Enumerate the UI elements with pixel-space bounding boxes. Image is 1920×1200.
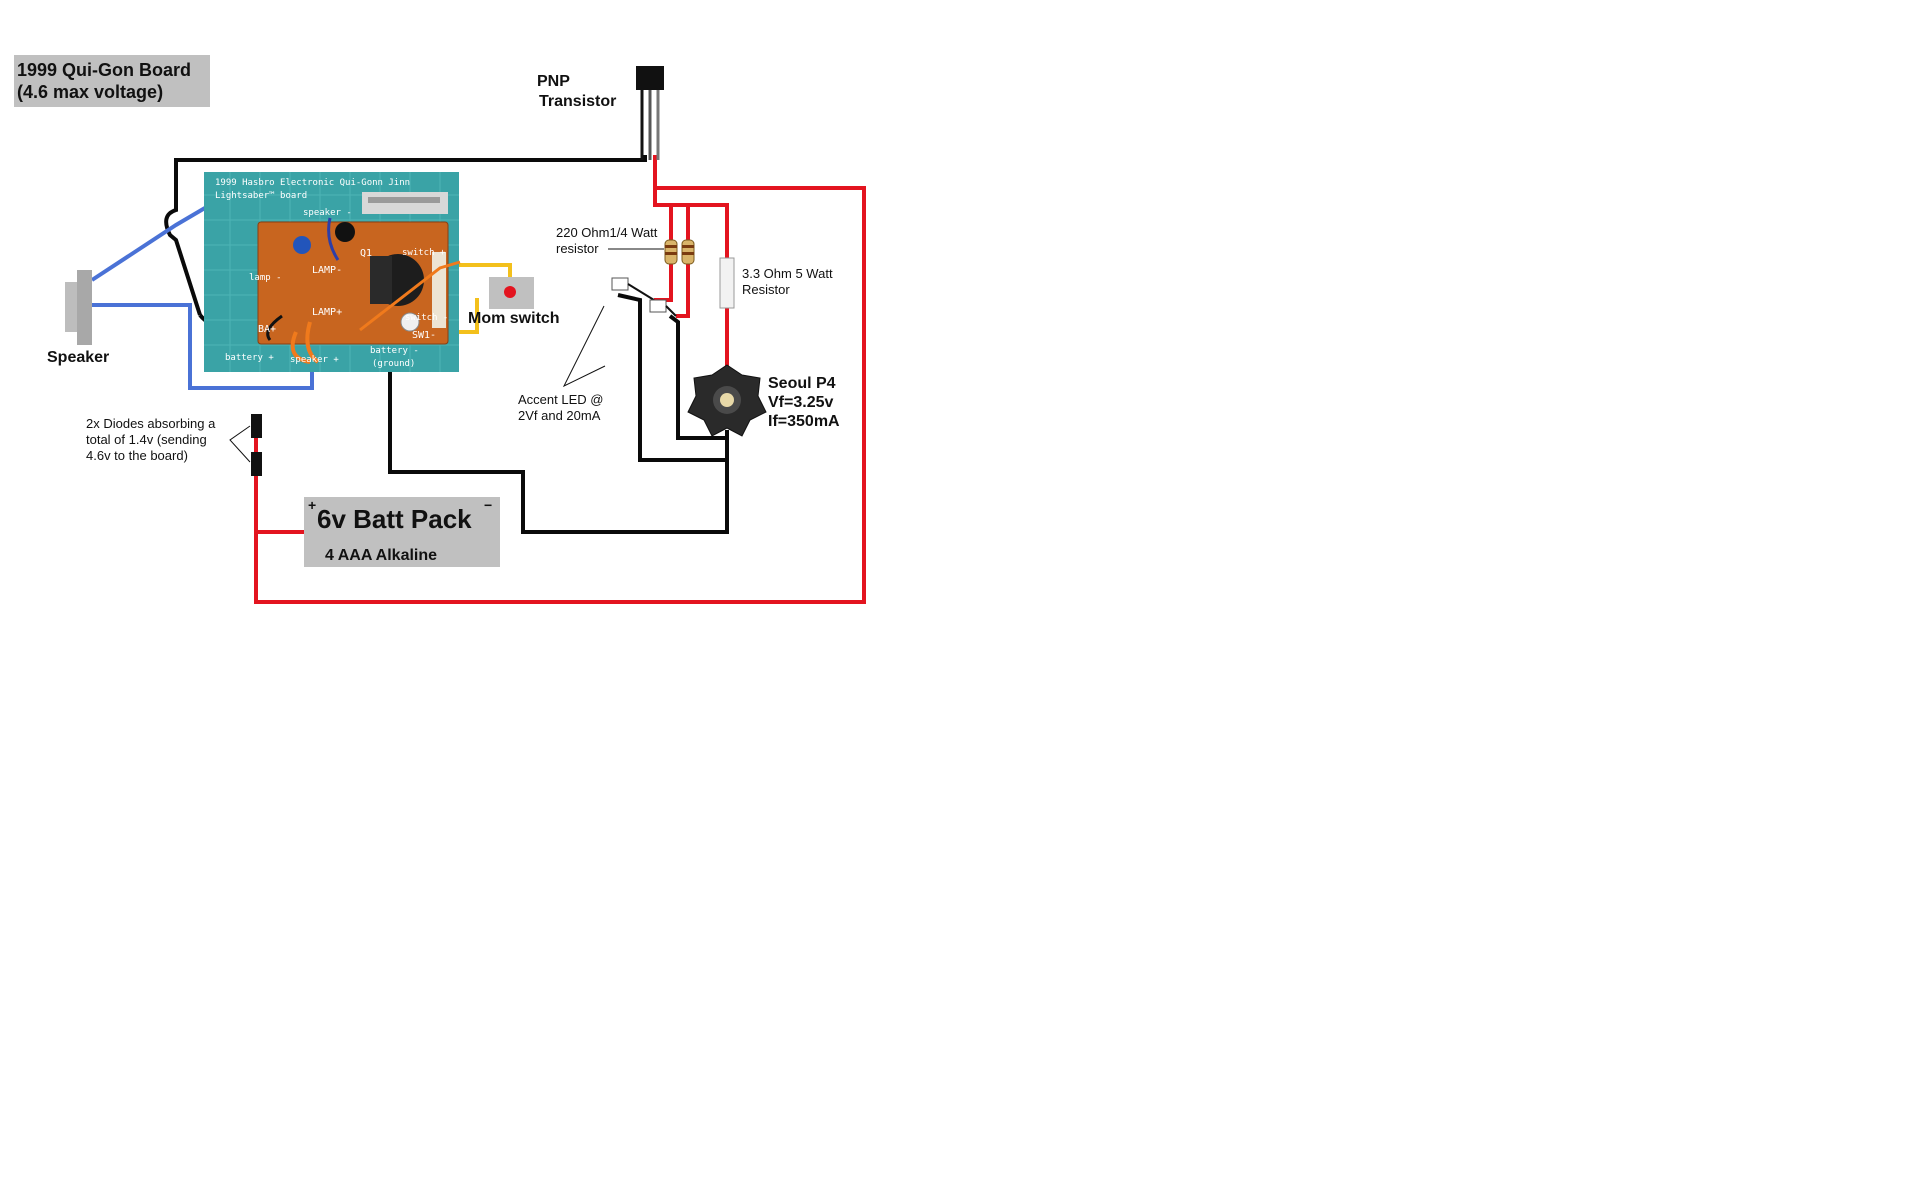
board-switch-minus: switch - <box>405 313 448 323</box>
title-box: 1999 Qui-Gon Board (4.6 max voltage) <box>14 55 210 107</box>
power-resistor-icon <box>719 257 735 309</box>
resistor-33-label-1: 3.3 Ohm 5 Watt <box>742 266 833 281</box>
board-speaker-plus: speaker + <box>290 355 339 365</box>
seoul-label-1: Seoul P4 <box>768 375 836 392</box>
accent-led-label-1: Accent LED @ <box>518 392 603 407</box>
board-lamp-plus-silk: LAMP+ <box>312 307 342 318</box>
diode-icon <box>251 414 262 476</box>
transistor-label-2: Transistor <box>539 93 616 110</box>
battery-plus: + <box>308 497 316 513</box>
board-battery-minus: battery - <box>370 346 419 356</box>
resistor-220-label-2: resistor <box>556 241 599 256</box>
resistor-icon <box>664 239 695 265</box>
accent-led-label-2: 2Vf and 20mA <box>518 408 601 423</box>
switch-icon <box>489 277 534 309</box>
diodes-label-2: total of 1.4v (sending <box>86 432 207 447</box>
seoul-label-3: If=350mA <box>768 413 840 430</box>
speaker-label: Speaker <box>47 349 109 366</box>
board-speaker-minus: speaker - <box>303 208 352 218</box>
battery-subtitle: 4 AAA Alkaline <box>325 547 437 564</box>
board-header-2: Lightsaber™ board <box>215 191 307 201</box>
board-ba-plus: BA+ <box>258 324 276 335</box>
transistor-label-1: PNP <box>537 73 570 90</box>
battery-title: 6v Batt Pack <box>317 504 472 534</box>
blue-wires <box>90 203 314 390</box>
diodes-label-3: 4.6v to the board) <box>86 448 188 463</box>
board-header-1: 1999 Hasbro Electronic Qui-Gonn Jinn <box>215 178 410 188</box>
resistor-220-label-1: 220 Ohm1/4 Watt <box>556 225 658 240</box>
title-line-1: 1999 Qui-Gon Board <box>17 60 191 80</box>
board-battery-plus: battery + <box>225 353 274 363</box>
diodes-brace <box>229 425 251 463</box>
board-q1: Q1 <box>360 248 372 259</box>
speaker-icon <box>65 270 92 345</box>
board-lamp-minus-silk: LAMP- <box>312 265 342 276</box>
mom-switch-label: Mom switch <box>468 310 560 327</box>
diodes-label-1: 2x Diodes absorbing a <box>86 416 216 431</box>
battery-minus: − <box>484 497 492 513</box>
board-switch-plus: switch + <box>402 248 446 258</box>
star-led-icon <box>687 364 767 437</box>
led-icon <box>611 277 677 317</box>
transistor-icon <box>636 66 664 160</box>
accent-led-pointer <box>562 305 606 388</box>
board-sw1: SW1- <box>412 330 436 341</box>
battery-icon: + − 6v Batt Pack 4 AAA Alkaline <box>304 497 500 567</box>
seoul-label-2: Vf=3.25v <box>768 394 833 411</box>
board-ground: (ground) <box>372 359 415 369</box>
board-lamp: lamp - <box>249 273 282 283</box>
title-line-2: (4.6 max voltage) <box>17 82 163 102</box>
resistor-33-label-2: Resistor <box>742 282 790 297</box>
qui-gon-board: 1999 Hasbro Electronic Qui-Gonn Jinn Lig… <box>204 172 461 372</box>
